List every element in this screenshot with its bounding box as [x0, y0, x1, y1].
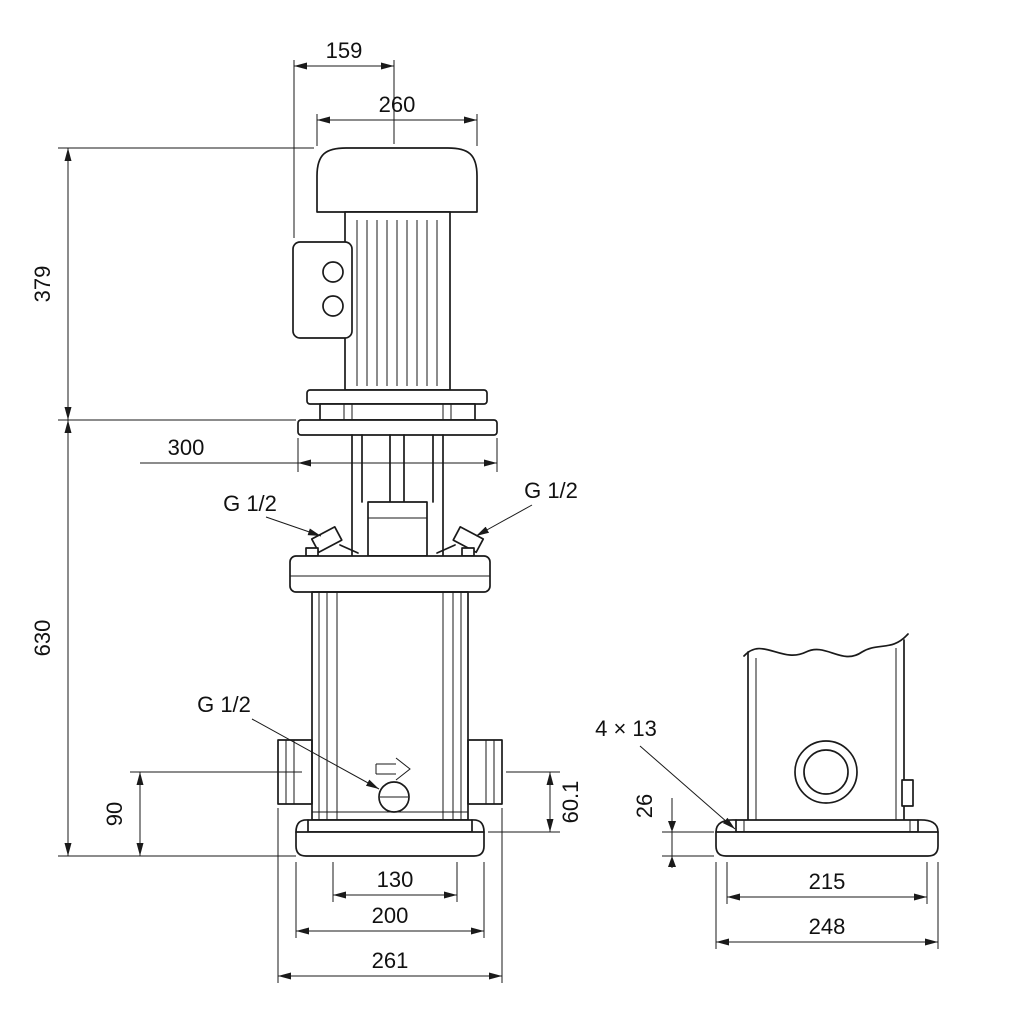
pump-cylinder — [277, 591, 503, 821]
dim-base-width: 200 — [295, 862, 485, 938]
callout-gauge-left: G 1/2 — [223, 491, 322, 537]
dim-bolt-spacing: 215 — [726, 862, 928, 904]
callout-drain: G 1/2 — [197, 692, 380, 790]
dim-label-bolt-spacing: 215 — [809, 869, 846, 894]
motor — [292, 147, 478, 391]
thread-label-gauge-left: G 1/2 — [223, 491, 277, 516]
dim-motor-width: 260 — [316, 92, 478, 146]
dim-motor-top-width: 159 — [293, 38, 395, 238]
cable-entry-hole — [322, 295, 344, 317]
dim-label-overall-width: 261 — [372, 948, 409, 973]
dim-label-motor-height: 379 — [30, 266, 55, 303]
break-line — [743, 633, 909, 658]
fill-plug-right — [452, 525, 485, 554]
dim-overall-width: 261 — [277, 808, 503, 983]
dim-label-base-inner-width: 130 — [377, 867, 414, 892]
dim-label-base-width: 200 — [372, 903, 409, 928]
dim-coupling-flange-width: 300 — [140, 435, 498, 472]
callout-gauge-right: G 1/2 — [475, 478, 578, 537]
dim-label-motor-top-width: 159 — [326, 38, 363, 63]
dim-motor-height: 379 — [30, 147, 314, 421]
callout-bolt-holes: 4 × 13 — [595, 716, 736, 830]
dim-label-coupling-flange-width: 300 — [168, 435, 205, 460]
side-chamber — [743, 633, 914, 821]
pump-base-front — [295, 819, 485, 857]
dimensions: 159 260 379 630 300 G 1/2 G — [30, 38, 939, 983]
coupling-flange — [297, 419, 498, 436]
dim-base-depth: 248 — [715, 862, 939, 949]
motor-cooling-fins — [356, 220, 438, 386]
motor-flange-stack — [297, 389, 498, 436]
thread-label-gauge-right: G 1/2 — [524, 478, 578, 503]
flow-direction-arrow — [375, 757, 411, 781]
dim-pump-height: 630 — [30, 420, 296, 857]
dim-label-motor-width: 260 — [379, 92, 416, 117]
dim-label-base-height: 26 — [632, 794, 657, 818]
cable-entry-hole — [322, 261, 344, 283]
dim-label-bolt-holes: 4 × 13 — [595, 716, 657, 741]
terminal-box — [292, 241, 353, 339]
coupling-block — [367, 501, 428, 557]
dim-label-port-center-height: 90 — [102, 802, 127, 826]
front-view — [277, 147, 503, 857]
dim-label-pump-height: 630 — [30, 620, 55, 657]
motor-top-cap — [316, 147, 478, 213]
clamp-tab — [901, 779, 914, 807]
pump-head-flange — [289, 547, 491, 593]
drain-plug — [375, 757, 411, 813]
thread-label-drain: G 1/2 — [197, 692, 251, 717]
dim-base-height: 26 — [632, 794, 714, 868]
discharge-port — [467, 739, 503, 805]
coupling-section — [310, 434, 485, 557]
side-view — [715, 633, 939, 857]
tie-rods — [312, 592, 468, 820]
dim-port-center-height: 90 — [102, 771, 302, 856]
fill-plug-left — [310, 525, 343, 554]
dim-port-center-to-base-top: 60.1 — [488, 771, 583, 833]
dim-base-inner-width: 130 — [332, 862, 458, 902]
dim-label-base-depth: 248 — [809, 914, 846, 939]
pump-base-side — [715, 819, 939, 857]
dim-label-port-center-to-base-top: 60.1 — [558, 781, 583, 824]
